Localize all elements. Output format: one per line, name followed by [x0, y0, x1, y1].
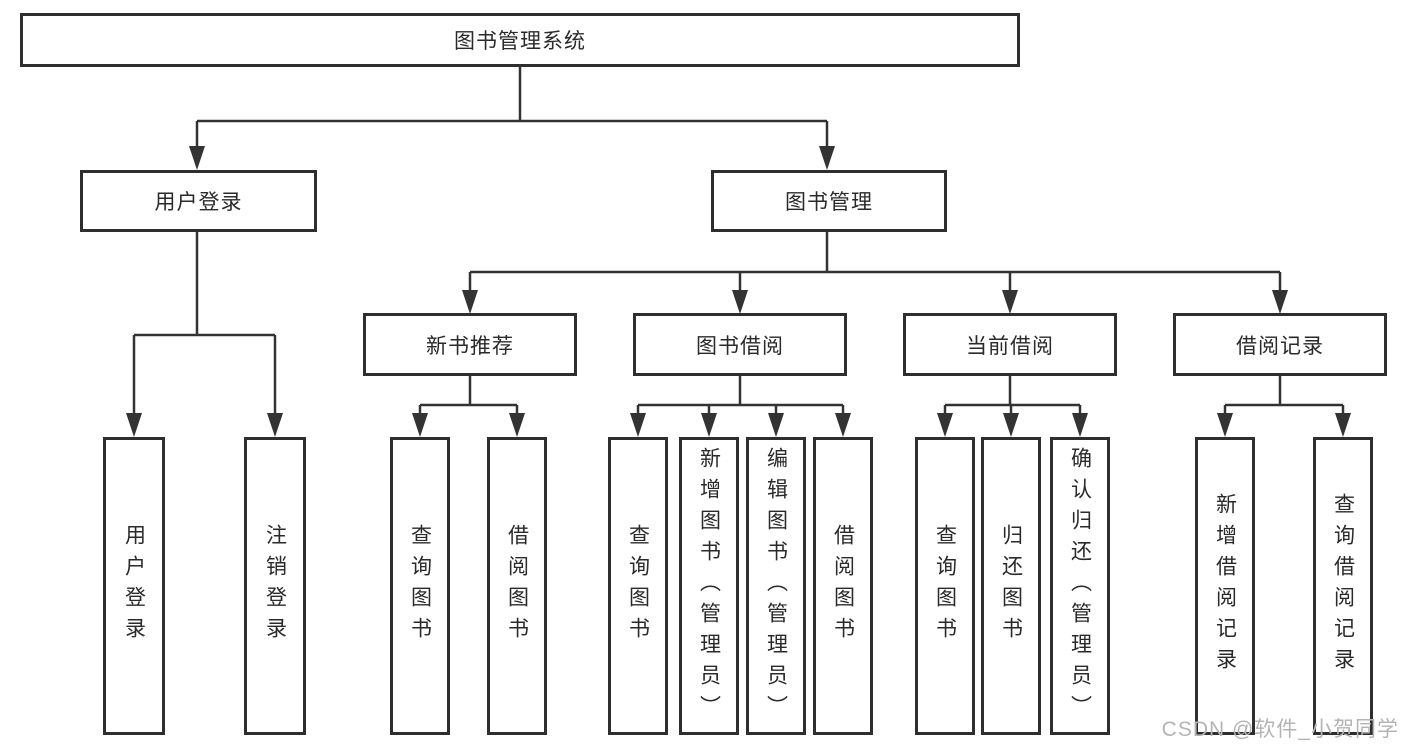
node-user-login-action: 用户登录	[103, 437, 165, 735]
node-label: 图书管理系统	[454, 30, 586, 53]
node-user-login: 用户登录	[80, 170, 317, 232]
node-label: 查询图书	[626, 524, 650, 648]
arrow-down-icon	[701, 413, 717, 437]
watermark: CSDN @软件_小贺同学	[1161, 718, 1399, 741]
arrow-down-icon	[267, 413, 283, 437]
node-return-books: 归还图书	[981, 437, 1041, 735]
node-add-books-admin: 新增图书（管理员）	[679, 437, 739, 735]
arrow-down-icon	[1002, 290, 1018, 314]
node-label: 借阅图书	[505, 524, 529, 648]
node-borrow-books-recommend: 借阅图书	[487, 437, 547, 735]
connector-records-to-leaves	[1223, 376, 1345, 415]
node-edit-books-admin: 编辑图书（管理员）	[746, 437, 806, 735]
arrow-down-icon	[462, 290, 478, 314]
arrowheads	[126, 146, 1351, 437]
node-label: 新增借阅记录	[1213, 493, 1237, 679]
arrow-down-icon	[1072, 413, 1088, 437]
connector-bookmgmt-to-level3	[468, 232, 1282, 292]
connector-borrowing-to-leaves	[636, 376, 845, 415]
node-logout: 注销登录	[244, 437, 306, 735]
node-label: 借阅记录	[1236, 334, 1324, 358]
node-query-borrow-record: 查询借阅记录	[1313, 437, 1373, 735]
node-label: 查询图书	[408, 524, 432, 648]
node-label: 确认归还（管理员）	[1068, 446, 1092, 726]
node-label: 编辑图书（管理员）	[764, 446, 788, 726]
connector-newbook-to-leaves	[418, 376, 519, 415]
node-query-books-recommend: 查询图书	[390, 437, 450, 735]
arrow-down-icon	[412, 413, 428, 437]
arrow-down-icon	[509, 413, 525, 437]
node-new-book-recommendation: 新书推荐	[363, 313, 577, 376]
arrow-down-icon	[1003, 413, 1019, 437]
arrow-down-icon	[835, 413, 851, 437]
node-query-books-current: 查询图书	[915, 437, 975, 735]
node-current-borrowing: 当前借阅	[903, 313, 1117, 376]
node-label: 新书推荐	[426, 334, 514, 358]
node-confirm-return-admin: 确认归还（管理员）	[1050, 437, 1110, 735]
node-label: 用户登录	[122, 524, 146, 648]
node-book-borrowing: 图书借阅	[633, 313, 847, 376]
node-borrow-books: 借阅图书	[813, 437, 873, 735]
node-label: 注销登录	[263, 524, 287, 648]
node-borrowing-records: 借阅记录	[1173, 313, 1387, 376]
node-label: 图书借阅	[696, 334, 784, 358]
node-label: 图书管理	[785, 191, 873, 214]
node-add-borrow-record: 新增借阅记录	[1195, 437, 1255, 735]
arrow-down-icon	[126, 413, 142, 437]
node-label: 查询图书	[933, 524, 957, 648]
node-root: 图书管理系统	[20, 13, 1020, 67]
connector-root-to-level2	[195, 67, 829, 148]
node-label: 查询借阅记录	[1331, 493, 1355, 679]
arrow-down-icon	[732, 290, 748, 314]
arrow-down-icon	[1335, 413, 1351, 437]
arrow-down-icon	[819, 146, 835, 170]
node-query-books-borrow: 查询图书	[608, 437, 668, 735]
node-label: 归还图书	[999, 524, 1023, 648]
arrow-down-icon	[937, 413, 953, 437]
connector-current-to-leaves	[943, 376, 1082, 415]
arrow-down-icon	[768, 413, 784, 437]
node-label: 用户登录	[154, 191, 243, 214]
node-label: 当前借阅	[966, 334, 1054, 358]
node-label: 新增图书（管理员）	[697, 446, 721, 726]
node-book-management: 图书管理	[711, 170, 947, 232]
node-label: 借阅图书	[831, 524, 855, 648]
arrow-down-icon	[630, 413, 646, 437]
connector-userlogin-to-leaves	[132, 232, 277, 415]
arrow-down-icon	[189, 146, 205, 170]
arrow-down-icon	[1217, 413, 1233, 437]
arrow-down-icon	[1272, 290, 1288, 314]
